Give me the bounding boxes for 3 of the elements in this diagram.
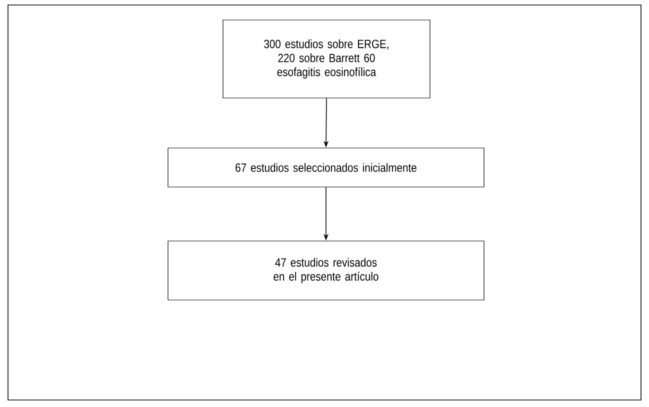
- process-box: 67 estudios seleccionados inicialmente: [168, 148, 484, 188]
- process-box: 47 estudios revisados en el presente artículo: [168, 240, 484, 300]
- process-box: 300 estudios sobre ERGE, 220 sobre Barrett 60 esofagitis eosinofílica: [222, 20, 430, 98]
